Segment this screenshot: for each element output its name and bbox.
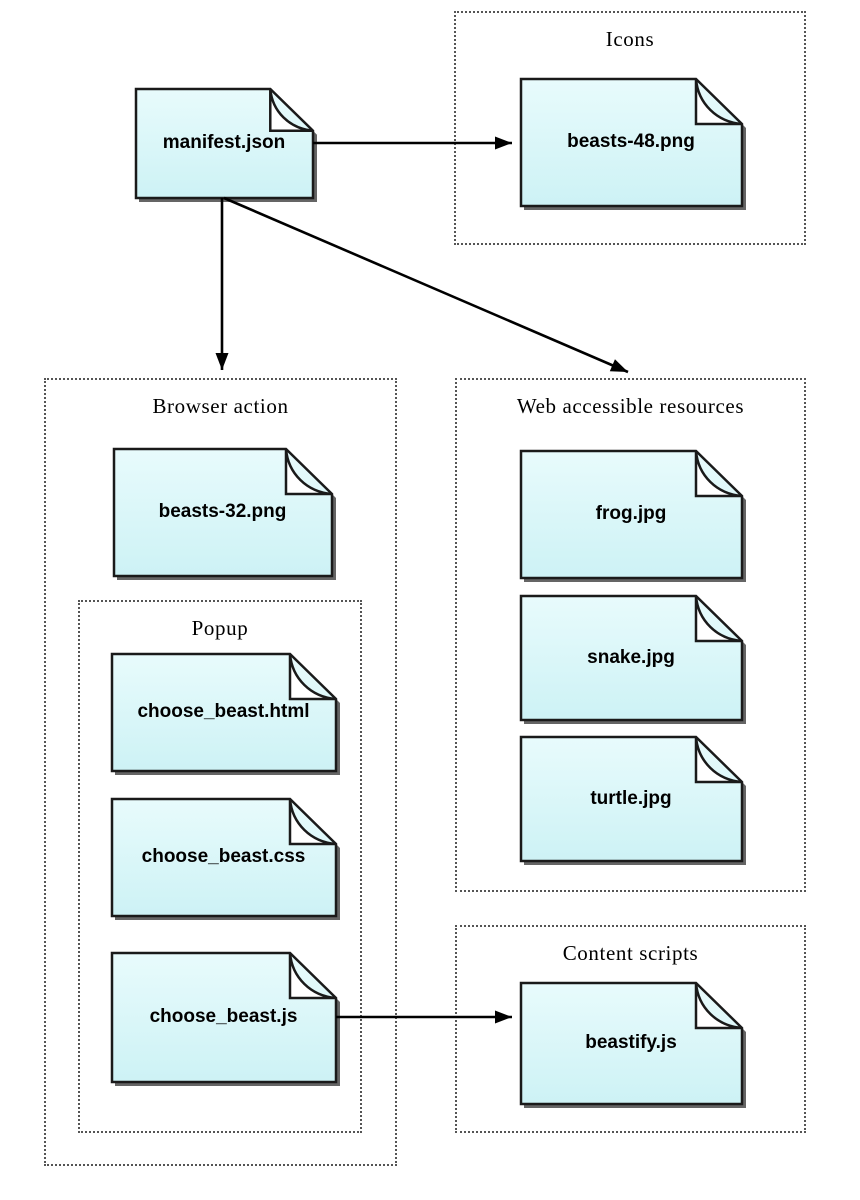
edge-arrowhead [609,359,628,372]
group-label-popup: Popup [191,616,249,640]
group-label-content-scripts: Content scripts [562,941,699,965]
group-label-web-accessible-resources: Web accessible resources [516,394,745,418]
group-popup: Popup [78,600,362,1133]
group-icons: Icons [454,11,806,245]
file-node-beasts-32-png[interactable]: beasts-32.png [112,447,336,580]
file-node-choose-beast-html[interactable]: choose_beast.html [110,652,340,775]
file-node-choose-beast-js[interactable]: choose_beast.js [110,951,340,1086]
group-label-browser-action: Browser action [152,394,289,418]
edge-arrowhead [215,353,229,370]
file-node-turtle-jpg[interactable]: turtle.jpg [519,735,746,865]
file-node-manifest-json[interactable]: manifest.json [134,87,317,202]
file-node-snake-jpg[interactable]: snake.jpg [519,594,746,724]
file-node-choose-beast-css[interactable]: choose_beast.css [110,797,340,920]
group-browser-action: Browser action [44,378,397,1166]
group-web-accessible-resources: Web accessible resources [455,378,806,892]
file-node-beasts-48-png[interactable]: beasts-48.png [519,77,746,210]
group-content-scripts: Content scripts [455,925,806,1133]
group-label-icons: Icons [605,27,655,51]
file-node-frog-jpg[interactable]: frog.jpg [519,449,746,582]
file-node-beastify-js[interactable]: beastify.js [519,981,746,1108]
